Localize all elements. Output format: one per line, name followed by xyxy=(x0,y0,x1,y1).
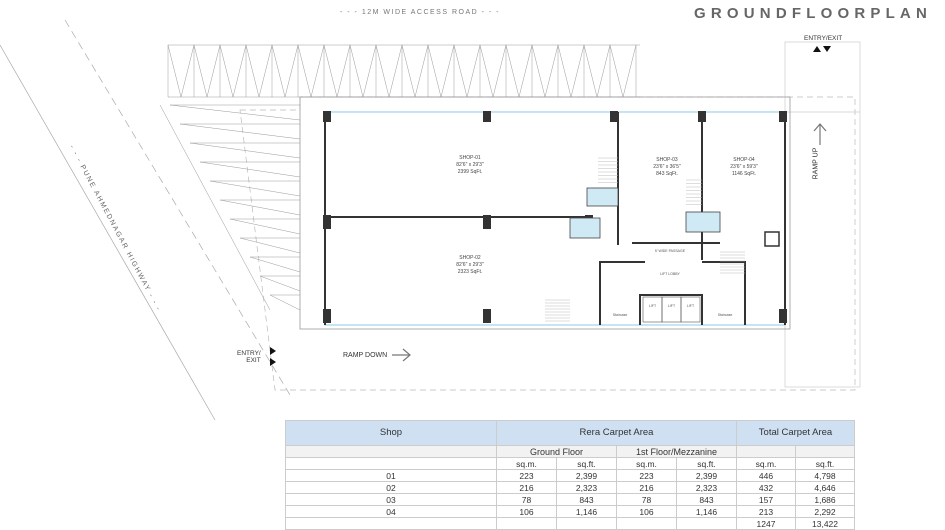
unit: sq.m. xyxy=(736,457,796,470)
table-cell: 843 xyxy=(556,493,617,506)
table-cell: 2,323 xyxy=(556,481,617,494)
page-title: GROUNDFLOORPLAN xyxy=(694,5,932,22)
table-cell xyxy=(496,517,557,530)
table-cell: 432 xyxy=(736,481,796,494)
table-cell: 106 xyxy=(616,505,677,518)
unit: sq.ft. xyxy=(795,457,855,470)
table-cell xyxy=(556,517,617,530)
unit: sq.m. xyxy=(616,457,677,470)
table-cell: 1,686 xyxy=(795,493,855,506)
table-cell: 78 xyxy=(616,493,677,506)
unit: sq.m. xyxy=(496,457,557,470)
walls xyxy=(324,112,786,325)
access-road-label: - - - 12M WIDE ACCESS ROAD - - - xyxy=(340,9,501,16)
lift-label: LIFT xyxy=(667,304,676,308)
entry-exit-label-left: ENTRY/ EXIT xyxy=(237,350,261,364)
header-total: Total Carpet Area xyxy=(736,420,855,446)
table-cell: 4,646 xyxy=(795,481,855,494)
building-outline xyxy=(299,96,791,330)
table-cell: 4,798 xyxy=(795,469,855,482)
units-row: sq.m. sq.ft. sq.m. sq.ft. sq.m. sq.ft. xyxy=(285,457,855,470)
canopy-truss-left xyxy=(159,104,301,311)
table-cell: 213 xyxy=(736,505,796,518)
entry-exit-label: ENTRY/EXIT xyxy=(804,35,843,42)
highway-lines xyxy=(0,19,291,421)
table-cell: 01 xyxy=(285,469,497,482)
table-cell: 2,323 xyxy=(676,481,737,494)
unit: sq.ft. xyxy=(556,457,617,470)
ramp-arrows xyxy=(392,123,827,362)
lift-lobby-label: LIFT LOBBY xyxy=(660,272,680,276)
table-cell xyxy=(285,517,497,530)
passage-label: 5' WIDE PASSAGE xyxy=(654,249,686,253)
toilets xyxy=(569,187,721,239)
carpet-area-table: Shop Rera Carpet Area Total Carpet Area … xyxy=(285,420,855,530)
table-cell: 1,146 xyxy=(556,505,617,518)
table-cell: 1,146 xyxy=(676,505,737,518)
table-cell: 216 xyxy=(496,481,557,494)
canopy-truss-top xyxy=(167,44,640,98)
lift-label: LIFT xyxy=(686,304,695,308)
header-rera: Rera Carpet Area xyxy=(496,420,737,446)
staircase-label: Staircase xyxy=(612,313,628,317)
entry-arrows xyxy=(270,46,831,366)
table-cell: 03 xyxy=(285,493,497,506)
table-cell: 106 xyxy=(496,505,557,518)
lift-label: LIFT xyxy=(648,304,657,308)
table-cell: 02 xyxy=(285,481,497,494)
subheader-first: 1st Floor/Mezzanine xyxy=(616,445,737,458)
header-shop: Shop xyxy=(285,420,497,446)
entry-area xyxy=(784,41,861,388)
ramp-down-label: RAMP DOWN xyxy=(343,352,388,359)
stairs xyxy=(545,157,745,322)
subheader-ground: Ground Floor xyxy=(496,445,617,458)
table-cell: 04 xyxy=(285,505,497,518)
table-cell: 157 xyxy=(736,493,796,506)
lift-shafts xyxy=(642,296,701,323)
table-cell: 216 xyxy=(616,481,677,494)
table-cell: 223 xyxy=(496,469,557,482)
table-cell: 446 xyxy=(736,469,796,482)
table-cell: 78 xyxy=(496,493,557,506)
table-cell xyxy=(616,517,677,530)
table-cell: 223 xyxy=(616,469,677,482)
table-cell: 13,422 xyxy=(795,517,855,530)
columns xyxy=(323,111,787,323)
unit: sq.ft. xyxy=(676,457,737,470)
table-cell: 2,399 xyxy=(556,469,617,482)
table-cell: 2,399 xyxy=(676,469,737,482)
table-cell: 1247 xyxy=(736,517,796,530)
table-cell xyxy=(676,517,737,530)
table-cell: 2,292 xyxy=(795,505,855,518)
staircase-label: Staircase xyxy=(717,313,733,317)
table-cell: 843 xyxy=(676,493,737,506)
ramp-up-label: RAMP UP xyxy=(812,147,820,180)
